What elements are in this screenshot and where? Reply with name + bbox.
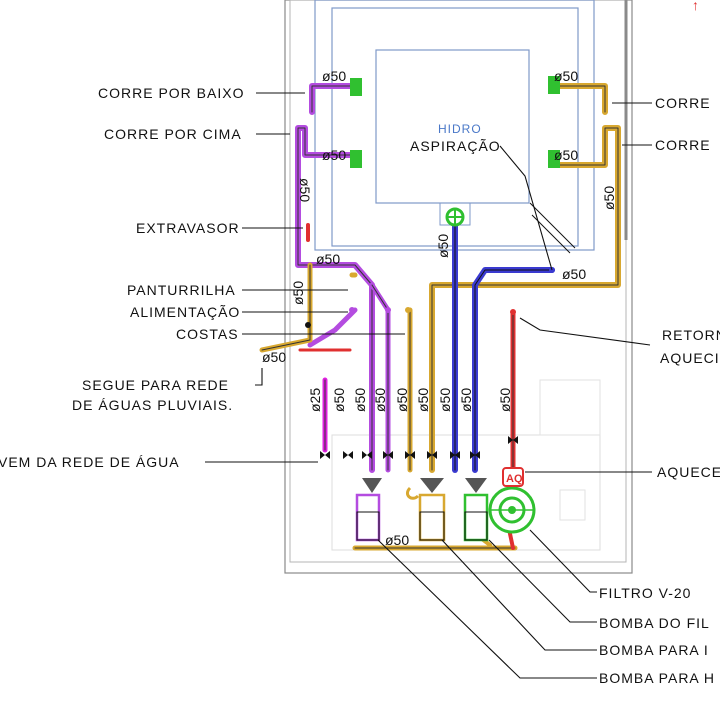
jet-icon — [350, 78, 362, 96]
jets — [350, 76, 560, 168]
leader-lines — [205, 92, 652, 679]
label-bomba-filtro: BOMBA DO FIL — [599, 615, 710, 631]
label-aquecedor-line: AQUECI — [660, 350, 720, 366]
dim-label: ø50 — [394, 388, 410, 412]
label-segue-line1: SEGUE PARA REDE — [82, 377, 229, 393]
dim-label: ø50 — [435, 234, 451, 258]
heater-icon — [502, 467, 524, 487]
dim-label: ø50 — [372, 388, 388, 412]
dim-label: ø50 — [262, 349, 286, 365]
label-corre-por-baixo: CORRE POR BAIXO — [98, 85, 244, 101]
room-outline — [284, 0, 633, 574]
label-vem-da-rede: VEM DA REDE DE ÁGUA — [0, 454, 180, 470]
dim-label: ø50 — [562, 266, 586, 282]
pump-yellow-icon — [405, 478, 446, 542]
label-filtro: FILTRO V-20 — [599, 585, 691, 601]
dim-label: ø50 — [322, 68, 346, 84]
label-bomba-para-2: BOMBA PARA H — [599, 670, 715, 686]
jet-icon — [548, 76, 560, 94]
label-corre-right-2: CORRE — [655, 137, 711, 153]
dim-label: ø50 — [437, 388, 453, 412]
pump-green-icon — [463, 478, 489, 542]
dim-label: ø50 — [554, 68, 578, 84]
label-costas: COSTAS — [176, 326, 239, 342]
dim-label: ø50 — [458, 388, 474, 412]
label-aquecedor: AQUECE — [657, 464, 720, 480]
dim-label: ø50 — [554, 147, 578, 163]
dim-label: ø50 — [297, 178, 313, 202]
label-corre-por-cima: CORRE POR CIMA — [104, 126, 242, 142]
filter-icon — [488, 486, 536, 534]
label-bomba-para-1: BOMBA PARA I — [599, 642, 709, 658]
pump-purple-icon — [355, 478, 382, 542]
dim-label: ø50 — [290, 281, 306, 305]
label-alimentacao: ALIMENTAÇÃO — [130, 304, 240, 320]
dim-label: ø50 — [415, 388, 431, 412]
label-retorno: RETORN — [662, 327, 720, 343]
dim-label: ø25 — [307, 388, 323, 412]
heater-badge-text: AQ — [506, 473, 523, 485]
label-corre-right-1: CORRE — [655, 95, 711, 111]
dim-label: ø50 — [385, 532, 409, 548]
top-marker: ↑ — [692, 0, 699, 13]
jet-icon — [548, 150, 560, 168]
dim-label: ø50 — [601, 186, 617, 210]
dim-label: ø50 — [497, 388, 513, 412]
dim-label: ø50 — [331, 388, 347, 412]
label-aspiracao: ASPIRAÇÃO — [410, 138, 501, 154]
blue-pipes — [452, 222, 555, 473]
room-inner-outline — [289, 0, 627, 563]
label-extravasor: EXTRAVASOR — [136, 220, 240, 236]
label-hidro: HIDRO — [438, 122, 482, 136]
dim-label: ø50 — [316, 251, 340, 267]
jet-icon — [350, 150, 362, 168]
label-panturrilha: PANTURRILHA — [127, 282, 236, 298]
dim-label: ø50 — [352, 388, 368, 412]
dim-label: ø50 — [322, 147, 346, 163]
label-segue-line2: DE ÁGUAS PLUVIAIS. — [72, 397, 233, 413]
